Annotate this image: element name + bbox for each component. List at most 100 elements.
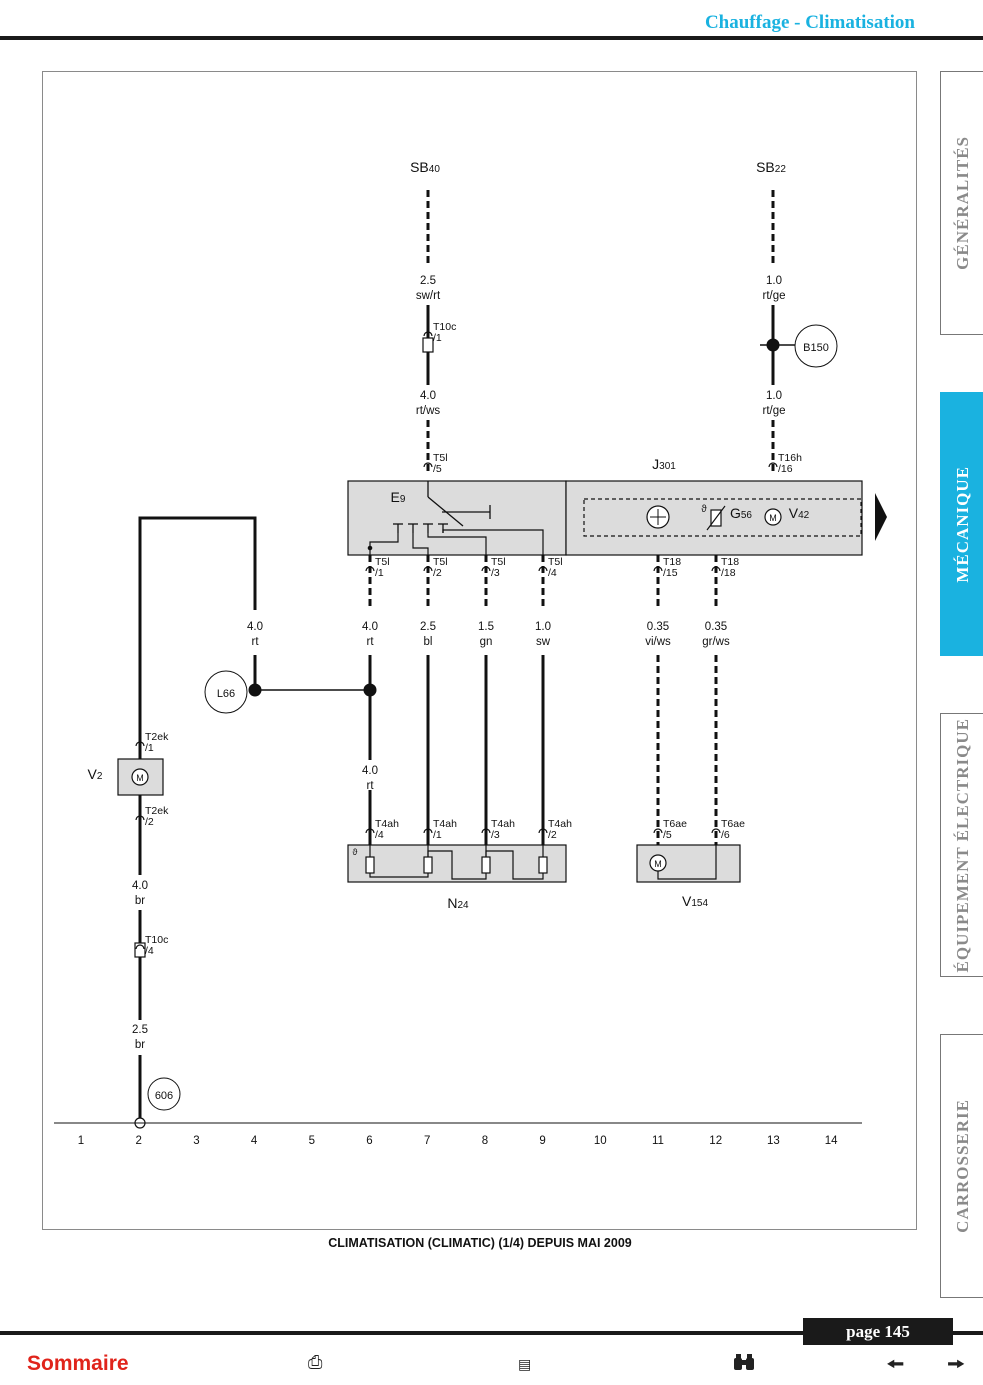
conn-t5l-4-terminal bbox=[538, 566, 548, 572]
conn-t4ah-2-label: T4ah bbox=[548, 818, 572, 830]
module-e9 bbox=[347, 480, 567, 556]
conn-t18-15-label: T18 bbox=[663, 556, 681, 568]
column-number-14: 14 bbox=[825, 1135, 838, 1147]
conn-t2ek-1-pin: /1 bbox=[145, 742, 154, 754]
wiring-diagram: SB402.5sw/rtT10c/14.0rt/wsT5l/5SB221.0rt… bbox=[54, 159, 887, 1147]
conn-t5l-1-pin: /1 bbox=[375, 567, 384, 579]
wire-sb22-a-color: rt/ge bbox=[762, 290, 785, 302]
column-number-1: 1 bbox=[78, 1135, 84, 1147]
conn-t10c-1-pin: /1 bbox=[433, 332, 442, 344]
column-number-13: 13 bbox=[767, 1135, 780, 1147]
conn-t10c-1-label: T10c bbox=[433, 321, 456, 333]
binoculars-icon[interactable] bbox=[732, 1352, 756, 1377]
conn-t6ae-6-terminal bbox=[711, 828, 721, 834]
tab-generalites[interactable]: GÉNÉRALITÉS bbox=[940, 71, 983, 335]
conn-t18-18-terminal bbox=[711, 566, 721, 572]
conn-t6ae-6-pin: /6 bbox=[721, 829, 730, 841]
n24-int-c bbox=[485, 850, 544, 880]
conn-t4ah-3-terminal bbox=[481, 828, 491, 834]
diagram-frame bbox=[42, 71, 917, 1230]
conn-t18-15-pin: /15 bbox=[663, 567, 678, 579]
conn-t10c-4-label: T10c bbox=[145, 934, 168, 946]
arrow-right-icon[interactable]: 🠚 bbox=[947, 1353, 966, 1376]
conn-t10c-4-terminal bbox=[135, 944, 145, 950]
int-wire-3 bbox=[427, 533, 487, 555]
column-number-11: 11 bbox=[652, 1135, 664, 1147]
int-node bbox=[367, 545, 373, 551]
column-number-5: 5 bbox=[309, 1135, 315, 1147]
conn-t4ah-4-pin: /4 bbox=[375, 829, 384, 841]
wire-e9-3-color: gn bbox=[480, 636, 493, 648]
label-motor-v154: M bbox=[654, 859, 662, 869]
label-v154: V154 bbox=[682, 893, 708, 909]
wire-v2-b-section: 2.5 bbox=[132, 1024, 148, 1036]
wire-j301-0-section: 0.35 bbox=[647, 621, 669, 633]
ground-b150 bbox=[794, 324, 838, 368]
conn-t5l-5-terminal bbox=[423, 462, 433, 468]
ground-606 bbox=[147, 1077, 181, 1111]
conn-t5l-5-label: T5l bbox=[433, 452, 448, 464]
wire-e9-2-section: 2.5 bbox=[420, 621, 436, 633]
n24-resistor-4 bbox=[538, 856, 548, 874]
conn-t5l-2-terminal bbox=[423, 566, 433, 572]
tab-mecanique[interactable]: MÉCANIQUE bbox=[940, 392, 983, 656]
label-sb40: SB40 bbox=[410, 159, 440, 175]
wire-e9-4-color: sw bbox=[536, 636, 551, 648]
conn-t2ek-2-pin: /2 bbox=[145, 816, 154, 828]
conn-t4ah-2-pin: /2 bbox=[548, 829, 557, 841]
fuse-t10c-4 bbox=[134, 942, 146, 958]
section-title: Chauffage - Climatisation bbox=[704, 12, 915, 33]
conn-t2ek-2-label: T2ek bbox=[145, 805, 169, 817]
tab-equipement-electrique[interactable]: ÉQUIPEMENT ÉLECTRIQUE bbox=[940, 713, 983, 977]
wire-j301-1-color: gr/ws bbox=[702, 636, 730, 648]
conn-t5l-2-label: T5l bbox=[433, 556, 448, 568]
label-motor-v42: M bbox=[769, 513, 777, 523]
conn-t5l-3-pin: /3 bbox=[491, 567, 500, 579]
wire-e9-2-color: bl bbox=[424, 636, 433, 648]
wire-v2-b-color: br bbox=[135, 1039, 145, 1051]
wire-j301-1-section: 0.35 bbox=[705, 621, 727, 633]
conn-t16h-16-pin: /16 bbox=[778, 463, 793, 475]
component-v2 bbox=[117, 758, 164, 796]
conn-t5l-4-pin: /4 bbox=[548, 567, 557, 579]
conn-t4ah-1-terminal bbox=[423, 828, 433, 834]
wire-v2-a-color: br bbox=[135, 895, 145, 907]
conn-t6ae-6-label: T6ae bbox=[721, 818, 745, 830]
conn-t5l-2-pin: /2 bbox=[433, 567, 442, 579]
wire-e9-1-section: 4.0 bbox=[362, 621, 378, 633]
conn-t4ah-3-label: T4ah bbox=[491, 818, 515, 830]
int-wire-4 bbox=[442, 529, 544, 555]
splice-l66-b bbox=[363, 683, 377, 697]
motor-v42 bbox=[764, 508, 782, 526]
label-v2: V2 bbox=[88, 766, 103, 782]
wire-e9-1-color: rt bbox=[366, 636, 374, 648]
column-number-8: 8 bbox=[482, 1135, 488, 1147]
conn-t18-18-label: T18 bbox=[721, 556, 739, 568]
conn-t10c-1-terminal bbox=[423, 331, 433, 337]
n24-resistor-1 bbox=[365, 856, 375, 874]
continue-arrow bbox=[875, 493, 887, 541]
conn-t18-18-pin: /18 bbox=[721, 567, 736, 579]
tab-carrosserie[interactable]: CARROSSERIE bbox=[940, 1034, 983, 1298]
conn-t4ah-1-label: T4ah bbox=[433, 818, 457, 830]
wire-sb40-a-color: sw/rt bbox=[416, 290, 441, 302]
splice-l66-a bbox=[248, 683, 262, 697]
column-number-4: 4 bbox=[251, 1135, 258, 1147]
conn-t5l-3-terminal bbox=[481, 566, 491, 572]
arrow-left-icon[interactable]: 🠘 bbox=[886, 1353, 905, 1376]
conn-t2ek-1-label: T2ek bbox=[145, 731, 169, 743]
page-view-icon[interactable]: ▤ bbox=[518, 1356, 532, 1372]
sommaire-link[interactable]: Sommaire bbox=[27, 1352, 129, 1375]
conn-t5l-4-label: T5l bbox=[548, 556, 563, 568]
diagram-caption: CLIMATISATION (CLIMATIC) (1/4) DEPUIS MA… bbox=[328, 1236, 632, 1250]
column-number-10: 10 bbox=[594, 1135, 607, 1147]
conn-t4ah-1-pin: /1 bbox=[433, 829, 442, 841]
label-theta-n24: ϑ bbox=[353, 847, 358, 857]
fuse-t10c-1 bbox=[422, 337, 434, 353]
conn-t18-15-terminal bbox=[653, 566, 663, 572]
conn-t4ah-2-terminal bbox=[538, 828, 548, 834]
print-icon[interactable]: ⎙ bbox=[308, 1352, 323, 1372]
v154-int bbox=[657, 845, 717, 880]
wire-sb40-b-color: rt/ws bbox=[416, 405, 441, 417]
wire-n24-4-section: 4.0 bbox=[362, 765, 378, 777]
